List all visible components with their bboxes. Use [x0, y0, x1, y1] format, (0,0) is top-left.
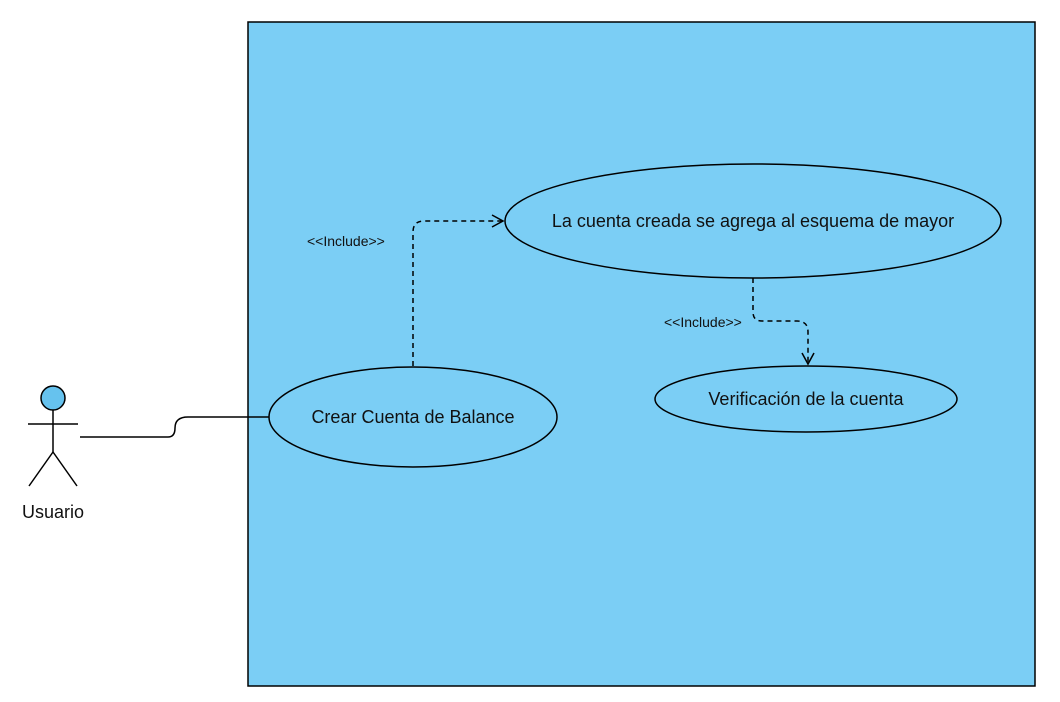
actor-usuario[interactable]: Usuario [22, 385, 84, 522]
actor-head [40, 385, 66, 411]
use-case-label: Crear Cuenta de Balance [311, 407, 514, 427]
include-label-1: <<Include>> [307, 233, 385, 249]
use-case-ellipse [654, 365, 958, 433]
use-case-ellipse [268, 366, 558, 468]
use-case-verificacion[interactable]: Verificación de la cuenta [654, 365, 958, 433]
actor-right-leg [52, 451, 78, 487]
include-label-2: <<Include>> [664, 314, 742, 330]
use-case-agrega-esquema[interactable]: La cuenta creada se agrega al esquema de… [504, 163, 1002, 279]
system-boundary[interactable] [247, 21, 1036, 687]
use-case-label: La cuenta creada se agrega al esquema de… [552, 211, 954, 231]
use-case-crear-cuenta[interactable]: Crear Cuenta de Balance [268, 366, 558, 468]
association-line[interactable] [80, 416, 270, 438]
include-arrow-2[interactable] [752, 278, 815, 366]
use-case-ellipse [504, 163, 1002, 279]
actor-left-leg [28, 451, 54, 487]
actor-label: Usuario [22, 502, 84, 522]
use-case-label: Verificación de la cuenta [708, 389, 904, 409]
